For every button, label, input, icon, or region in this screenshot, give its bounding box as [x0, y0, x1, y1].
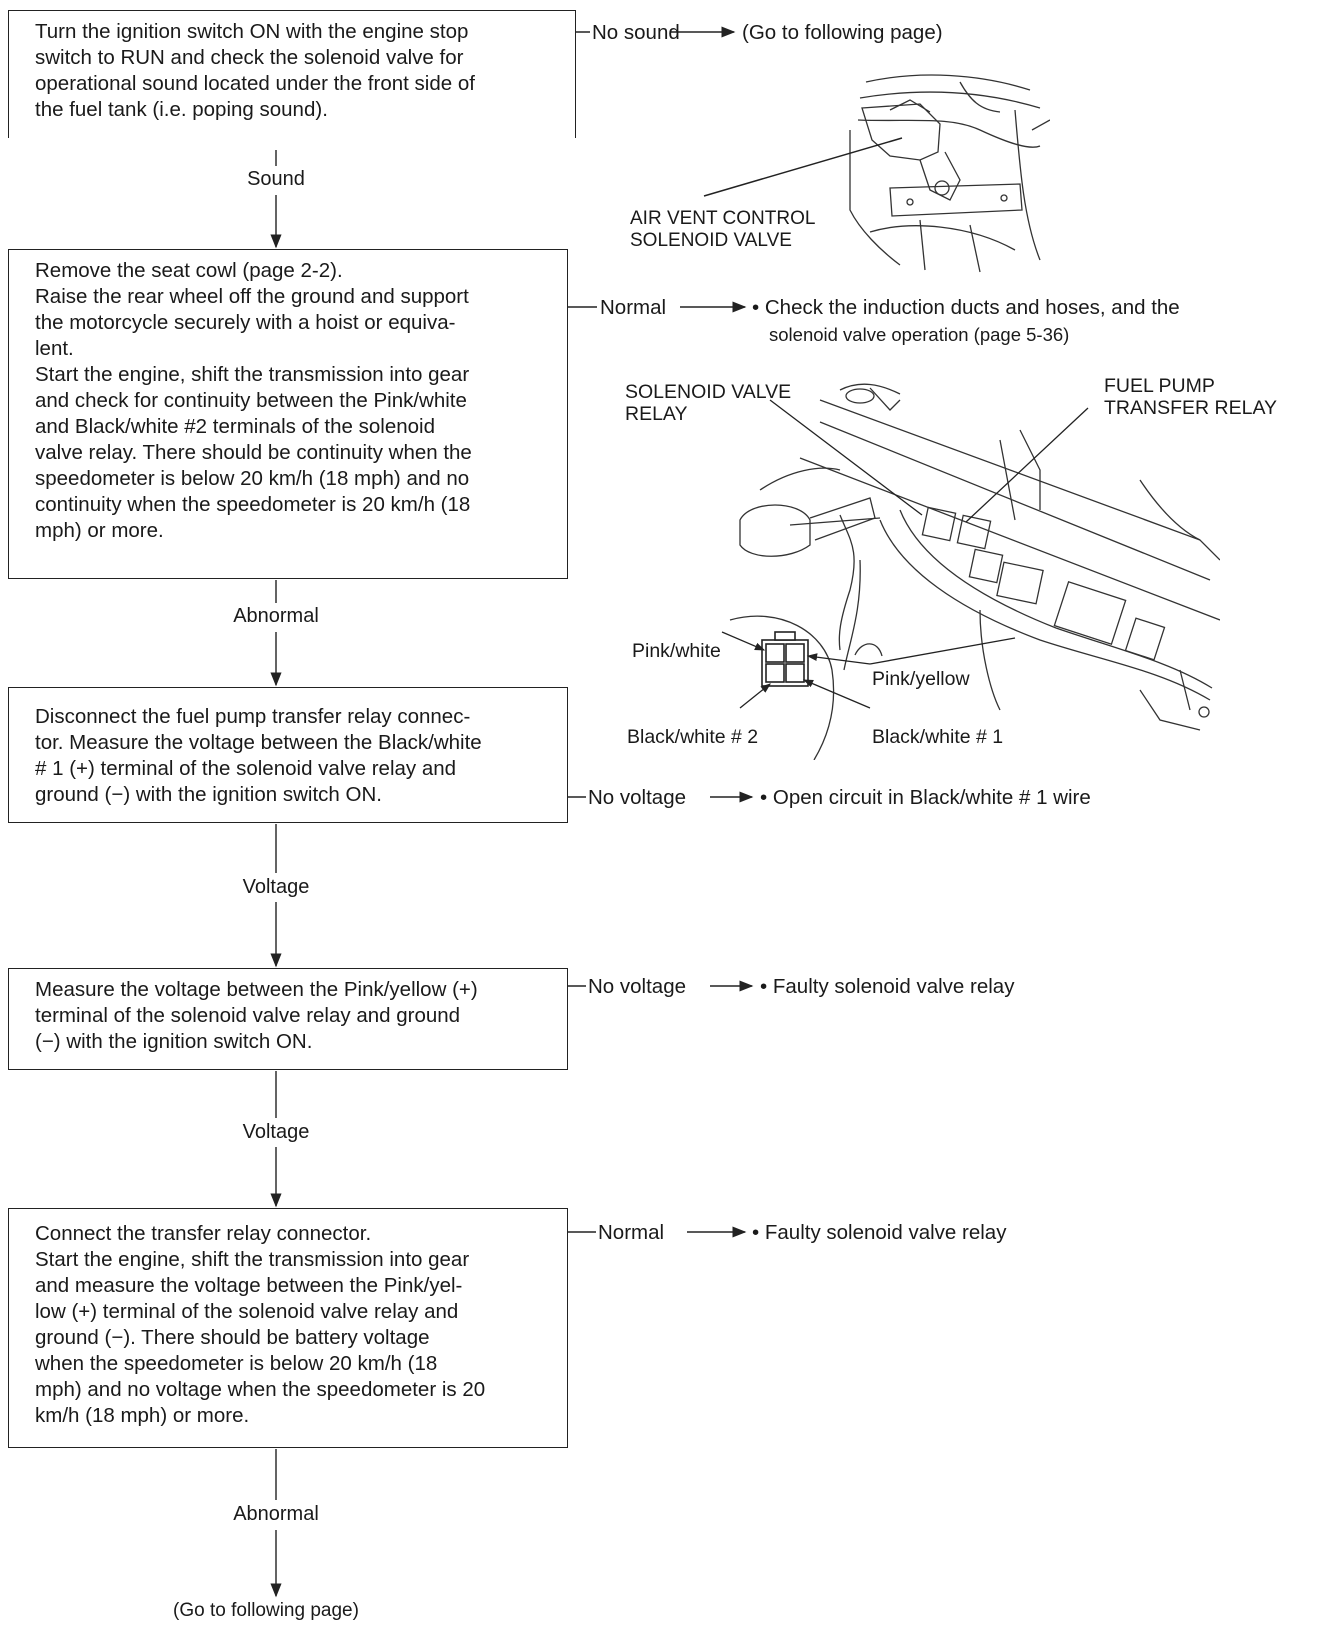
- step-1-line: Turn the ignition switch ON with the eng…: [35, 20, 469, 43]
- step-5-line: and measure the voltage between the Pink…: [35, 1274, 463, 1297]
- callout-line: TRANSFER RELAY: [1104, 397, 1278, 419]
- callout-line: RELAY: [625, 403, 688, 425]
- pin-label-black-white-2: Black/white # 2: [627, 726, 759, 748]
- pin-label-pink-yellow: Pink/yellow: [872, 668, 970, 690]
- branch-result-go-to-following-page: (Go to following page): [742, 21, 943, 44]
- branch-result-check-ducts: • Check the induction ducts and hoses, a…: [752, 296, 1180, 319]
- step-5-line: Start the engine, shift the transmission…: [35, 1248, 470, 1271]
- step-3-line: tor. Measure the voltage between the Bla…: [35, 731, 482, 754]
- step-2-line: mph) or more.: [35, 519, 164, 542]
- step-5-line: mph) and no voltage when the speedometer…: [35, 1378, 486, 1401]
- step-5-line: Connect the transfer relay connector.: [35, 1222, 372, 1245]
- callout-fuel-pump-transfer-relay: FUEL PUMP TRANSFER RELAY: [1104, 375, 1277, 419]
- step-5-line: when the speedometer is below 20 km/h (1…: [35, 1352, 438, 1375]
- callout-line: AIR VENT CONTROL: [630, 208, 816, 229]
- step-2-line: the motorcycle securely with a hoist or …: [35, 311, 456, 334]
- step-5-line: km/h (18 mph) or more.: [35, 1404, 250, 1427]
- pin-label-pink-white: Pink/white: [632, 640, 721, 662]
- step-1-line: operational sound located under the fron…: [35, 72, 475, 95]
- step-4-box: Measure the voltage between the Pink/yel…: [8, 968, 568, 1070]
- callout-line: SOLENOID VALVE: [625, 381, 792, 403]
- step-5-line: low (+) terminal of the solenoid valve r…: [35, 1300, 459, 1323]
- connector-label-sound: Sound: [247, 168, 305, 190]
- step-5-line: ground (−). There should be battery volt…: [35, 1326, 430, 1349]
- branch-result-open-circuit: • Open circuit in Black/white # 1 wire: [760, 786, 1091, 809]
- branch-label-normal: Normal: [598, 1221, 665, 1244]
- step-3-box: Disconnect the fuel pump transfer relay …: [8, 687, 568, 823]
- step-3-line: # 1 (+) terminal of the solenoid valve r…: [35, 757, 457, 780]
- callout-line: FUEL PUMP: [1104, 375, 1215, 397]
- branch-result-faulty-relay: • Faulty solenoid valve relay: [752, 1221, 1007, 1244]
- step-2-line: Remove the seat cowl (page 2-2).: [35, 259, 343, 282]
- step-3-line: ground (−) with the ignition switch ON.: [35, 783, 382, 806]
- step-2-line: valve relay. There should be continuity …: [35, 441, 472, 464]
- solenoid-valve-illustration: [703, 74, 1050, 273]
- step-2-line: lent.: [35, 337, 74, 360]
- step-2-line: Start the engine, shift the transmission…: [35, 363, 470, 386]
- branch-label-normal: Normal: [600, 296, 667, 319]
- step-2-box: Remove the seat cowl (page 2-2). Raise t…: [8, 249, 568, 579]
- step-5-box: Connect the transfer relay connector. St…: [8, 1208, 568, 1448]
- connector-label-voltage: Voltage: [242, 876, 310, 898]
- connector-label-voltage: Voltage: [242, 1121, 310, 1143]
- final-result-go-to-following-page: (Go to following page): [173, 1600, 359, 1621]
- step-2-line: Raise the rear wheel off the ground and …: [35, 285, 469, 308]
- step-4-line: (−) with the ignition switch ON.: [35, 1030, 313, 1053]
- step-1-line: the fuel tank (i.e. poping sound).: [35, 98, 328, 121]
- step-2-line: continuity when the speedometer is 20 km…: [35, 493, 471, 516]
- step-4-line: Measure the voltage between the Pink/yel…: [35, 978, 478, 1001]
- step-1-box: Turn the ignition switch ON with the eng…: [8, 10, 576, 138]
- step-2-line: speedometer is below 20 km/h (18 mph) an…: [35, 467, 470, 490]
- branch-label-no-voltage: No voltage: [588, 975, 687, 998]
- callout-solenoid-valve-relay: SOLENOID VALVE RELAY: [625, 381, 791, 425]
- branch-result-check-ducts-cont: solenoid valve operation (page 5-36): [769, 324, 1070, 345]
- connector-label-abnormal: Abnormal: [233, 605, 319, 627]
- callout-line: SOLENOID VALVE: [630, 230, 792, 251]
- step-2-line: and Black/white #2 terminals of the sole…: [35, 415, 435, 438]
- callout-air-vent-control-solenoid-valve: AIR VENT CONTROL SOLENOID VALVE: [630, 208, 815, 252]
- step-3-line: Disconnect the fuel pump transfer relay …: [35, 705, 471, 728]
- relay-location-illustration: [721, 383, 1220, 760]
- branch-label-no-sound: No sound: [592, 21, 680, 44]
- branch-label-no-voltage: No voltage: [588, 786, 687, 809]
- connector-label-abnormal: Abnormal: [233, 1503, 319, 1525]
- step-4-line: terminal of the solenoid valve relay and…: [35, 1004, 461, 1027]
- step-1-line: switch to RUN and check the solenoid val…: [35, 46, 464, 69]
- pin-label-black-white-1: Black/white # 1: [872, 726, 1004, 748]
- step-2-line: and check for continuity between the Pin…: [35, 389, 467, 412]
- branch-result-faulty-relay: • Faulty solenoid valve relay: [760, 975, 1015, 998]
